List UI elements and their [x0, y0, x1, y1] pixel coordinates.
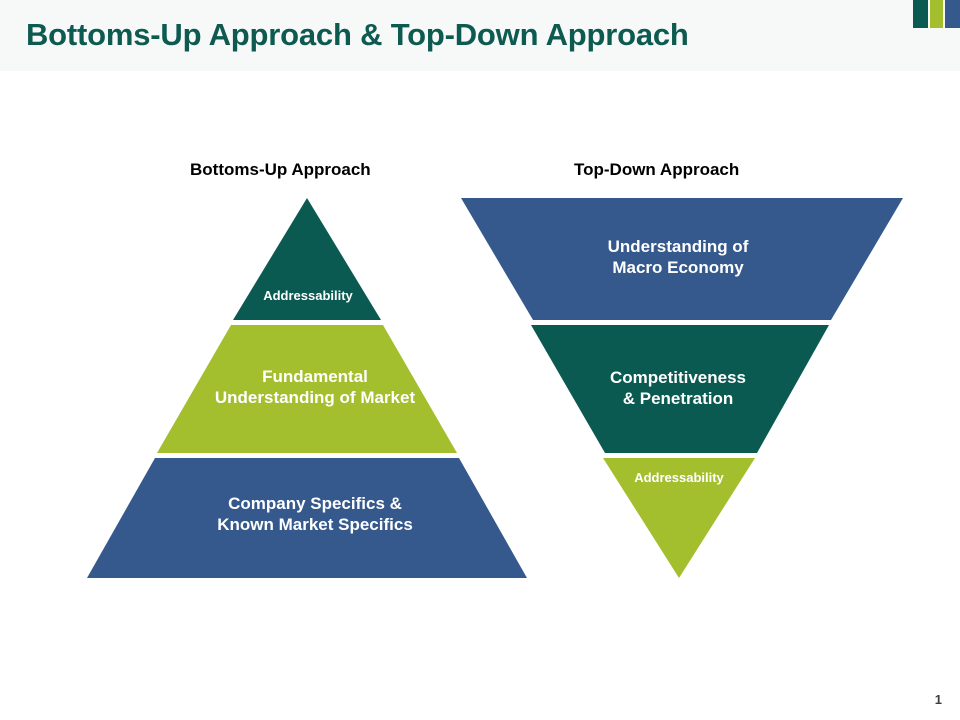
page-title: Bottoms-Up Approach & Top-Down Approach — [26, 17, 689, 52]
bottoms-up-level-1-addressability[interactable] — [233, 198, 381, 320]
header-band — [0, 0, 960, 71]
top-down-level-2-competitiveness[interactable] — [531, 325, 829, 453]
column-heading-top-down: Top-Down Approach — [574, 160, 740, 179]
bottoms-up-level-2-fundamental-understanding[interactable] — [157, 325, 457, 453]
page-number: 1 — [934, 692, 942, 707]
decoration-bar-teal — [913, 0, 928, 28]
top-down-level-3-addressability[interactable] — [603, 458, 755, 578]
decoration-bar-blue — [945, 0, 960, 28]
column-heading-bottoms-up: Bottoms-Up Approach — [190, 160, 371, 179]
top-down-level-1-macro-economy[interactable] — [461, 198, 903, 320]
bottoms-up-level-3-company-specifics[interactable] — [87, 458, 527, 578]
decoration-bar-green — [930, 0, 943, 28]
